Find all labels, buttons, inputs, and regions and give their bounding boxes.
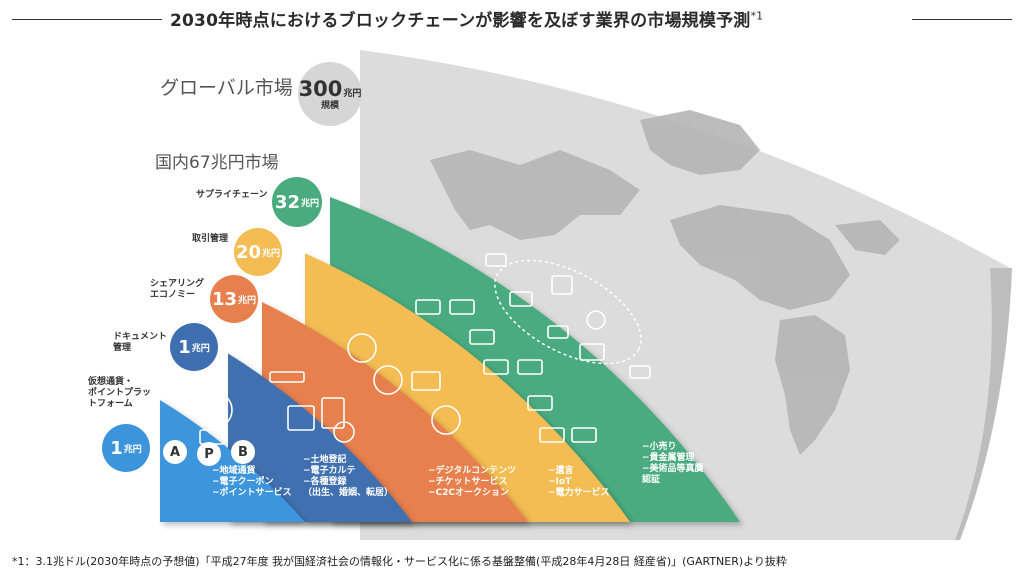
store-icon	[579, 343, 605, 361]
sector-band-3	[228, 353, 412, 522]
sector-band-4	[160, 400, 305, 522]
world-map	[430, 110, 900, 455]
truck-icon	[485, 253, 507, 267]
truck-icon	[547, 325, 569, 339]
list-item: −小売り	[642, 442, 677, 452]
globe-edge	[955, 268, 1012, 540]
market-diagram	[160, 50, 1012, 540]
sector-label-currency: 仮想通貨・ ポイントプラッ トフォーム	[88, 377, 152, 409]
sector-value-unit: 兆円	[301, 198, 320, 209]
scroll-icon	[269, 371, 305, 383]
sector-value-number: 20	[235, 241, 262, 263]
list-item: −ポイントサービス	[212, 488, 292, 498]
sector-label-transaction: 取引管理	[192, 234, 229, 244]
coin-stack-icon	[195, 391, 233, 429]
sector-value-number: 1	[110, 437, 123, 459]
global-market-value: 300	[298, 77, 343, 101]
title-rule-left	[12, 19, 162, 20]
sector-value-number: 1	[178, 336, 191, 358]
list-item: −IoT	[548, 477, 572, 487]
laptop-icon	[483, 359, 509, 375]
list-item: −チケットサービス	[428, 477, 508, 487]
warehouse-icon	[509, 291, 533, 307]
sector-icons	[195, 253, 651, 445]
sector-value-number: 32	[274, 191, 301, 213]
laptop-icon	[527, 395, 553, 411]
list-item: −C2Cオークション	[428, 488, 510, 498]
list-item: −美術品等真贋	[642, 464, 704, 474]
coin-b: B	[231, 440, 255, 464]
list-item: −遺言	[548, 466, 574, 476]
people-icon	[586, 310, 606, 330]
list-item: −デジタルコンテンツ	[428, 466, 517, 476]
document-icon	[321, 397, 345, 429]
supply-loop	[494, 259, 642, 365]
list-item: −電子カルテ	[303, 466, 356, 476]
items-currency: −地域通貨 −電子クーポン −ポイントサービス	[212, 466, 292, 499]
items-sharing: −デジタルコンテンツ −チケットサービス −C2Cオークション	[428, 466, 516, 499]
coin-p: P	[197, 442, 221, 466]
items-transaction: −遺言 −IoT −電力サービス	[548, 466, 610, 499]
items-document: −土地登記 −電子カルテ −各種登録 （出生、婚姻、転居）	[303, 455, 393, 499]
sector-value-unit: 兆円	[123, 444, 142, 455]
building-icon	[287, 405, 315, 431]
lock-icon	[333, 421, 355, 443]
global-market-unit: 兆円	[343, 89, 362, 99]
list-item: −貴金属管理	[642, 453, 695, 463]
people-exchange-icon	[431, 405, 461, 435]
title-bar: 2030年時点におけるブロックチェーンが影響を及ぼす業界の市場規模予測*1	[0, 0, 1024, 36]
laptop-icon	[539, 427, 565, 443]
media-exchange-icon	[373, 365, 403, 395]
laptop-icon	[469, 329, 495, 345]
laptop-icon	[517, 359, 543, 375]
list-item: −電子クーポン	[212, 477, 274, 487]
laptop-icon	[415, 299, 441, 315]
list-item: −電力サービス	[548, 488, 610, 498]
title-rule-right	[912, 19, 1012, 20]
truck-icon	[629, 365, 651, 379]
global-market-label: グローバル市場	[160, 77, 293, 99]
sector-label-document: ドキュメント 管理	[113, 332, 168, 353]
factory-icon	[551, 275, 573, 295]
list-item: 認証	[642, 475, 661, 485]
items-supplychain: −小売り −貴金属管理 −美術品等真贋 認証	[642, 442, 704, 486]
domestic-market-label: 国内67兆円市場	[155, 153, 279, 173]
footnote: *1：3.1兆ドル(2030年時点の予想値)「平成27年度 我が国経済社会の情報…	[12, 555, 787, 568]
list-item: −地域通貨	[212, 466, 256, 476]
sector-value-unit: 兆円	[191, 343, 210, 354]
laptop-icon	[571, 427, 597, 443]
sector-label-sharing: シェアリング エコノミー	[150, 279, 205, 300]
list-item: （出生、婚姻、転居）	[303, 488, 394, 498]
ticket-icon	[411, 371, 441, 391]
page-title: 2030年時点におけるブロックチェーンが影響を及ぼす業界の市場規模予測*1	[170, 9, 764, 31]
coin-a: A	[163, 440, 187, 464]
global-market-sub: 規模	[320, 101, 339, 111]
sector-label-supplychain: サプライチェーン	[196, 190, 268, 200]
car-exchange-icon	[347, 333, 377, 363]
list-item: −各種登録	[303, 477, 347, 487]
list-item: −土地登記	[303, 455, 347, 465]
sector-value-number: 13	[211, 288, 238, 310]
title-note: *1	[750, 9, 764, 23]
laptop-icon	[449, 299, 475, 315]
sector-value-unit: 兆円	[238, 295, 257, 306]
sector-value-unit: 兆円	[262, 248, 281, 259]
